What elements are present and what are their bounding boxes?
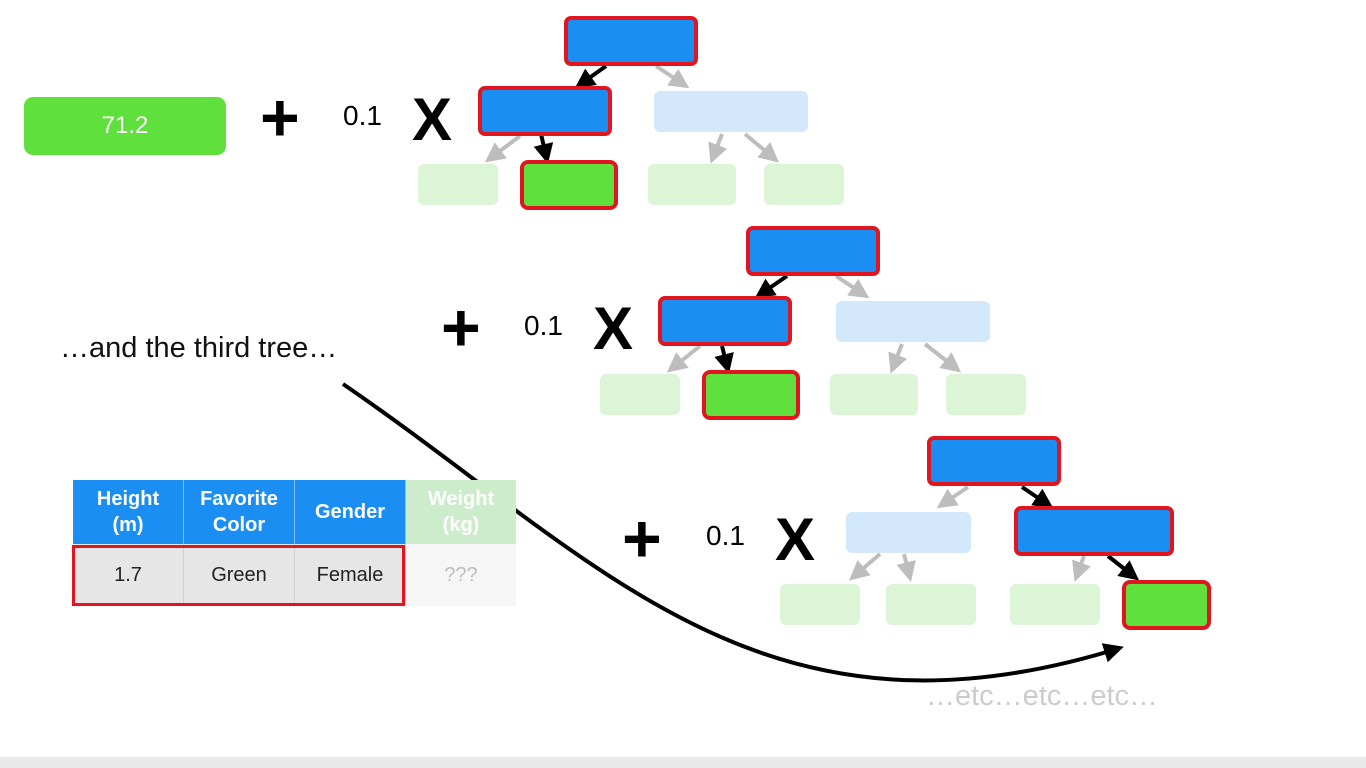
tree2-edge-left-leaf1: [666, 344, 702, 373]
tree-3: [780, 436, 1211, 630]
tree1-edge-right-leaf3: [708, 133, 728, 164]
tree3-edge-root-right: [1020, 485, 1054, 509]
tree1-left-node: [478, 86, 612, 136]
tree2-leaf-4: [946, 374, 1026, 415]
tree3-leaf-1: [780, 584, 860, 625]
tree1-right-node: [654, 91, 808, 132]
tree3-edge-left-leaf2: [896, 553, 916, 582]
header-gender: Gender: [294, 480, 406, 544]
table-header-row: Height (m) Favorite Color Gender Weight …: [73, 480, 516, 544]
plus-sign-3: +: [622, 501, 662, 577]
tree2-edge-right-leaf4: [923, 342, 962, 373]
tree3-edge-right-leaf4: [1106, 554, 1140, 581]
learning-rate-2: 0.1: [524, 310, 563, 341]
cell-weight: ???: [405, 544, 516, 606]
plus-sign-2: +: [441, 290, 481, 366]
tree3-left-node: [846, 512, 971, 553]
learning-rate-1: 0.1: [343, 100, 382, 131]
tree2-edge-left-leaf2: [714, 345, 734, 374]
tree2-leaf-2: [702, 370, 800, 420]
tree1-leaf-1: [418, 164, 498, 205]
times-sign-2: X: [593, 295, 634, 362]
tree2-leaf-3: [830, 374, 918, 415]
cell-gender: Female: [294, 544, 406, 606]
tree3-right-node: [1014, 506, 1174, 556]
times-sign-3: X: [775, 506, 816, 573]
tree1-edge-left-leaf2: [533, 133, 554, 164]
tree3-root-node: [927, 436, 1061, 486]
initial-prediction-box: 71.2: [24, 97, 226, 155]
tree1-edge-right-leaf4: [743, 132, 780, 163]
curved-arrow: [341, 382, 1124, 683]
tree2-edge-right-leaf3: [888, 343, 908, 374]
tree1-edge-root-left: [574, 64, 608, 89]
tree1-leaf-3: [648, 164, 736, 205]
header-height: Height (m): [73, 480, 184, 544]
tree1-leaf-4: [764, 164, 844, 205]
tree1-leaf-2: [520, 160, 618, 210]
caption-third-tree: …and the third tree…: [60, 332, 338, 364]
table-row: 1.7 Green Female ???: [73, 544, 516, 606]
tree2-right-node: [836, 301, 990, 342]
tree2-edge-root-right: [834, 274, 870, 299]
plus-sign-1: +: [260, 80, 300, 156]
tree2-leaf-1: [600, 374, 680, 415]
tree3-leaf-4: [1122, 580, 1211, 630]
cell-height: 1.7: [73, 544, 184, 606]
learning-rate-3: 0.1: [706, 520, 745, 551]
tree-1: [418, 16, 844, 210]
tree2-edge-root-left: [754, 274, 789, 299]
cell-favorite-color: Green: [183, 544, 295, 606]
tree3-leaf-3: [1010, 584, 1100, 625]
tree3-edge-right-leaf3: [1072, 555, 1091, 582]
tree2-left-node: [658, 296, 792, 346]
etc-text: …etc…etc…etc…: [926, 680, 1159, 712]
sample-table: Height (m) Favorite Color Gender Weight …: [73, 480, 516, 606]
header-favorite-color: Favorite Color: [183, 480, 295, 544]
tree3-leaf-2: [886, 584, 976, 625]
tree-2: [600, 226, 1026, 420]
tree2-root-node: [746, 226, 880, 276]
header-weight: Weight (kg): [405, 480, 516, 544]
tree1-root-node: [564, 16, 698, 66]
tree1-edge-left-leaf1: [484, 134, 522, 163]
tree1-edge-root-right: [654, 64, 690, 89]
bottom-band: [0, 757, 1366, 768]
tree3-edge-root-left: [936, 485, 970, 509]
times-sign-1: X: [412, 86, 453, 153]
tree3-edge-left-leaf1: [848, 552, 882, 581]
